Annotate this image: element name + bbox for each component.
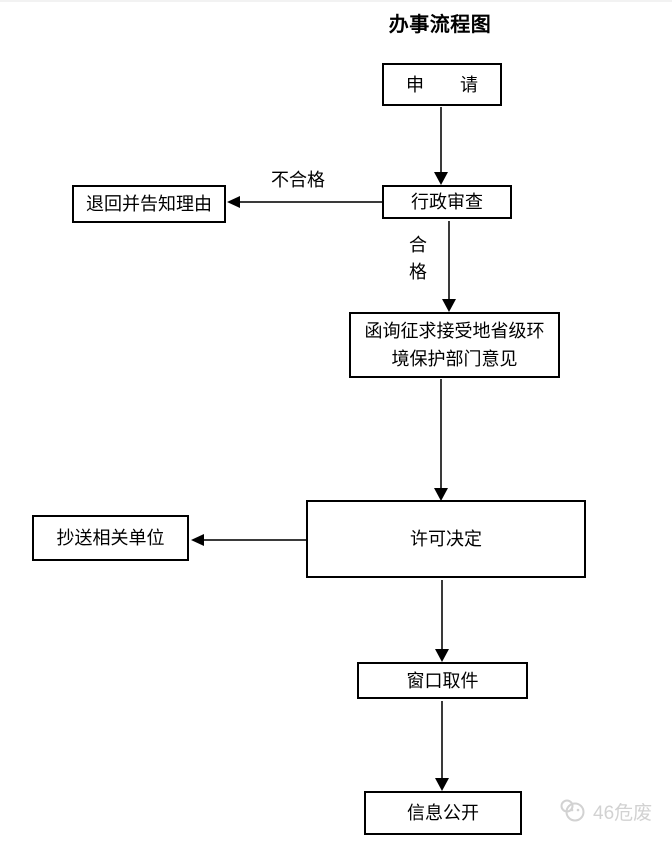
connector-review-to-reject bbox=[240, 201, 382, 203]
node-permit-decision: 许可决定 bbox=[306, 500, 586, 578]
node-window-pickup: 窗口取件 bbox=[357, 662, 528, 699]
connector-decision-to-pickup bbox=[441, 580, 443, 649]
page-title: 办事流程图 bbox=[388, 14, 492, 36]
watermark: 46危废 bbox=[558, 797, 652, 825]
connector-review-to-consult bbox=[448, 221, 450, 299]
watermark-text: 46危废 bbox=[593, 802, 653, 824]
arrowhead-down-decision bbox=[434, 488, 448, 501]
connector-decision-to-copy bbox=[204, 539, 306, 541]
node-apply: 申 请 bbox=[382, 63, 502, 106]
connector-apply-to-review bbox=[440, 107, 442, 172]
arrowhead-down-review bbox=[434, 172, 448, 185]
connector-pickup-to-publish bbox=[441, 701, 443, 778]
node-consult-provincial-department: 函询征求接受地省级环 境保护部门意见 bbox=[349, 312, 560, 378]
arrowhead-left-reject bbox=[227, 196, 240, 208]
arrowhead-down-publish bbox=[435, 778, 449, 791]
edge-label-fail: 不合格 bbox=[271, 170, 325, 190]
watermark-logo-icon bbox=[560, 799, 585, 822]
arrowhead-down-consult bbox=[442, 299, 456, 312]
node-copy-to-related-units: 抄送相关单位 bbox=[32, 515, 189, 561]
node-administrative-review: 行政审查 bbox=[382, 185, 512, 219]
node-return-with-reason: 退回并告知理由 bbox=[72, 185, 226, 223]
edge-label-pass: 合 格 bbox=[409, 235, 427, 282]
node-information-disclosure: 信息公开 bbox=[364, 791, 522, 835]
arrowhead-left-copy bbox=[191, 534, 204, 546]
arrowhead-down-pickup bbox=[435, 649, 449, 662]
connector-consult-to-decision bbox=[440, 379, 442, 488]
